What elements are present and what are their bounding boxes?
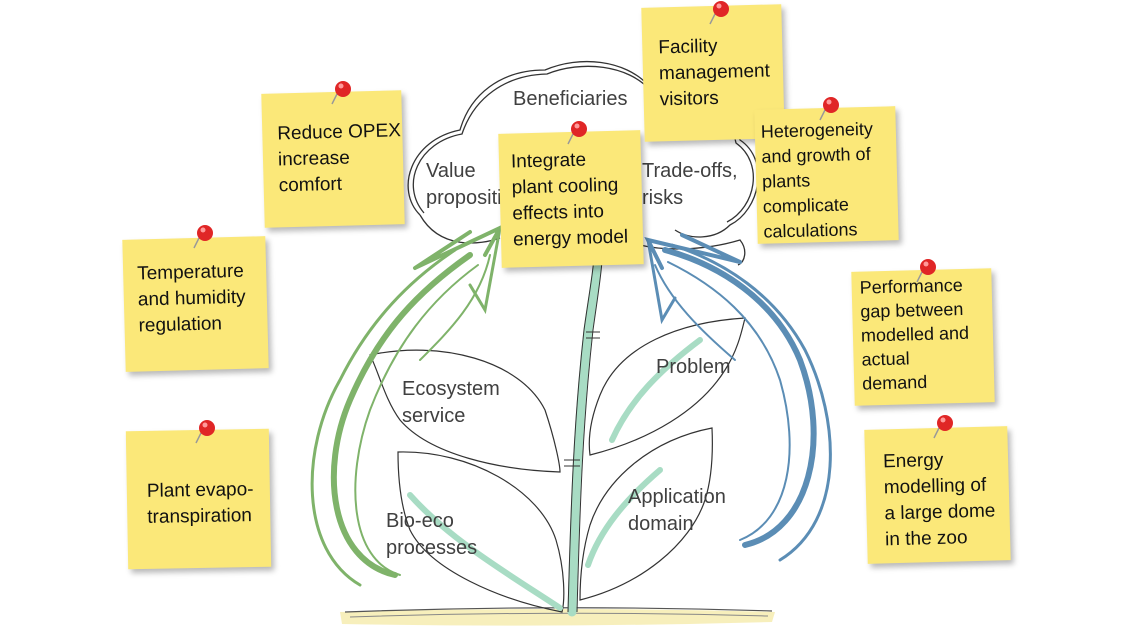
green-feedback-arrow	[310, 223, 505, 587]
leaf-application-domain	[579, 427, 713, 601]
note-text: Performance gap between modelled and act…	[859, 274, 970, 394]
label-bio-eco-processes: Bio-eco processes	[386, 510, 478, 559]
note-text: Plant evapo- transpiration	[146, 479, 254, 528]
pushpin-icon	[709, 1, 729, 25]
pushpin-icon	[819, 97, 839, 121]
leaf-bio-eco	[397, 451, 565, 613]
sticky-note-evapotranspiration: Plant evapo- transpiration	[125, 428, 272, 570]
pushpin-icon	[916, 259, 936, 283]
sticky-note-performance-gap: Performance gap between modelled and act…	[851, 268, 995, 406]
note-text: Heterogeneity and growth of plants compl…	[760, 118, 874, 242]
sticky-note-energy-modelling: Energy modelling of a large dome in the …	[864, 426, 1011, 564]
label-application-domain: Application domain	[628, 486, 726, 535]
pushpin-icon	[331, 81, 351, 105]
label-tradeoffs-risks: Trade-offs, risks	[642, 160, 738, 209]
label-ecosystem-service: Ecosystem service	[402, 378, 500, 427]
pushpin-icon	[195, 420, 215, 444]
sticky-note-heterogeneity: Heterogeneity and growth of plants compl…	[754, 106, 899, 244]
pushpin-icon	[933, 415, 953, 439]
label-problem: Problem	[656, 356, 731, 378]
pushpin-icon	[567, 121, 587, 145]
note-text: Facility management visitors	[658, 35, 771, 111]
note-text: Energy modelling of a large dome in the …	[882, 449, 996, 551]
leaf-problem	[588, 317, 746, 456]
ground-base	[340, 607, 775, 626]
note-text: Integrate plant cooling effects into ene…	[510, 149, 629, 251]
note-text: Temperature and humidity regulation	[136, 260, 246, 337]
label-beneficiaries: Beneficiaries	[513, 88, 628, 110]
label-value-proposition: Value propositi	[426, 160, 502, 209]
sticky-note-integrate: Integrate plant cooling effects into ene…	[498, 130, 644, 268]
blue-feedback-arrow	[644, 233, 832, 562]
pushpin-icon	[193, 225, 213, 249]
note-text: Reduce OPEX increase comfort	[277, 120, 402, 197]
leaf-ecosystem-service	[369, 349, 561, 473]
sticky-note-reduce-opex: Reduce OPEX increase comfort	[261, 90, 405, 228]
sticky-note-temperature: Temperature and humidity regulation	[122, 236, 269, 372]
